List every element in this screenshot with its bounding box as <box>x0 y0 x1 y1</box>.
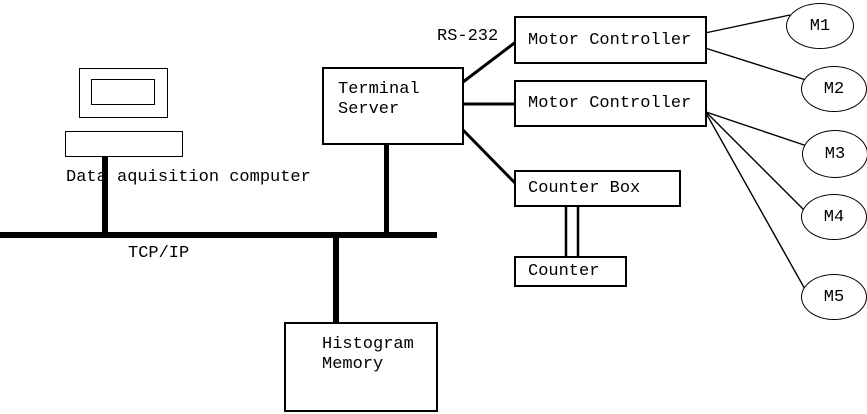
histogram-memory-bus-drop-line <box>333 235 339 323</box>
computer-monitor-icon <box>79 68 168 118</box>
motor-controller-1-node: Motor Controller <box>514 16 707 64</box>
motor-m4-label: M4 <box>823 207 845 227</box>
motor-m2-label: M2 <box>823 79 845 99</box>
mc2-to-m3-line <box>705 111 808 147</box>
counter-node: Counter <box>514 256 627 287</box>
tcpip-bus-label: TCP/IP <box>128 244 190 263</box>
motor-m5-label: M5 <box>823 287 845 307</box>
terminal-server-label: Terminal Server <box>338 80 420 119</box>
terminal-server-node: Terminal Server <box>322 67 464 145</box>
motor-m5-node: M5 <box>801 274 867 320</box>
counter-box-label: Counter Box <box>528 179 641 198</box>
motor-controller-2-node: Motor Controller <box>514 80 707 127</box>
rs232-link-terminal-to-counterbox-line <box>461 128 519 187</box>
motor-m1-label: M1 <box>809 16 831 36</box>
motor-m2-node: M2 <box>801 66 867 112</box>
motor-m4-node: M4 <box>801 194 867 240</box>
rs232-label: RS-232 <box>437 27 499 46</box>
data-acquisition-computer-label: Data aquisition computer <box>66 168 311 187</box>
terminal-server-bus-drop-line <box>384 144 389 235</box>
counter-box-node: Counter Box <box>514 170 681 207</box>
computer-keyboard-icon <box>65 131 183 157</box>
motor-controller-2-label: Motor Controller <box>528 94 692 113</box>
mc1-to-m2-line <box>704 47 807 81</box>
computer-screen-icon <box>91 79 155 105</box>
counter-label: Counter <box>528 262 600 281</box>
tcpip-bus-line <box>0 232 437 238</box>
mc2-to-m5-line <box>705 112 807 292</box>
motor-m3-node: M3 <box>802 130 867 178</box>
histogram-memory-node: Histogram Memory <box>284 322 438 412</box>
histogram-memory-label: Histogram Memory <box>322 335 414 374</box>
computer-bus-drop-line <box>102 156 108 236</box>
mc2-to-m4-line <box>705 111 807 213</box>
motor-m3-label: M3 <box>824 144 846 164</box>
rs232-link-terminal-to-mc1-line <box>462 39 518 84</box>
mc1-to-m1-line <box>704 14 791 34</box>
motor-controller-1-label: Motor Controller <box>528 30 692 50</box>
motor-m1-node: M1 <box>786 3 854 49</box>
